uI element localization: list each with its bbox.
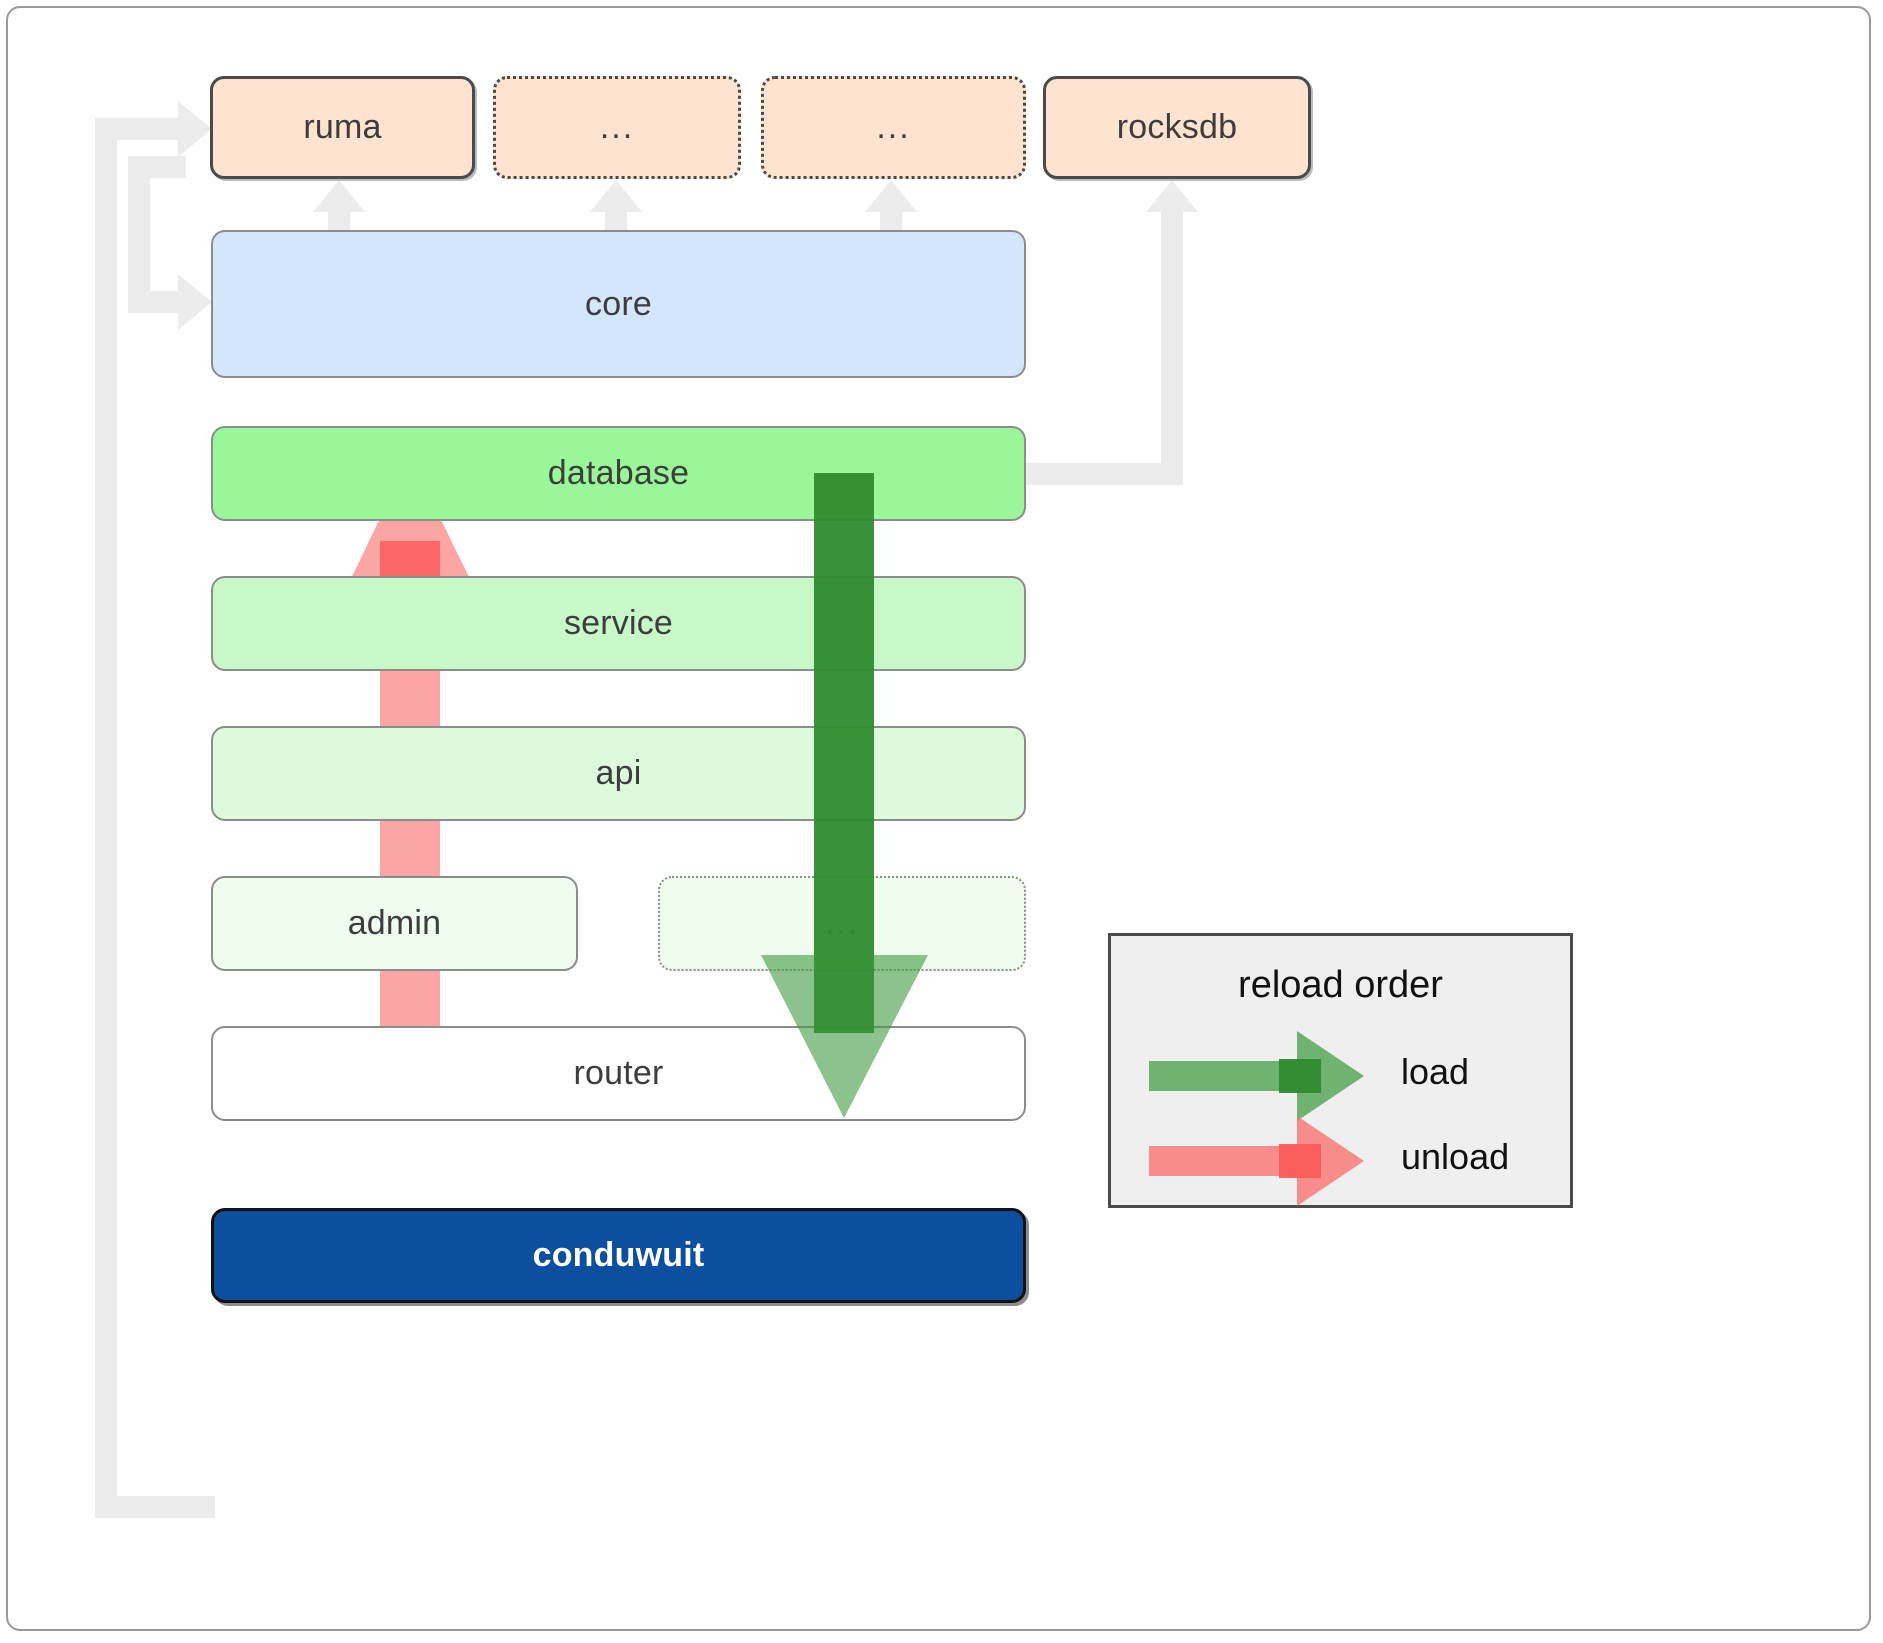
legend-title: reload order — [1238, 964, 1443, 1006]
connector-conduwuit-to-ruma-vertical — [95, 118, 117, 1518]
connector-core-to-ruma-vertical — [128, 156, 150, 306]
crate-label-service: service — [563, 604, 674, 642]
connector-arrowhead-dep1 — [313, 180, 365, 212]
connector-core-to-ruma-top — [128, 156, 186, 178]
connector-database-to-rocksdb-vertical — [1161, 208, 1183, 485]
legend-unload-arrow-icon — [1149, 1116, 1379, 1206]
connector-arrowhead-ruma — [178, 101, 212, 157]
connector-core-in-horizontal — [128, 291, 186, 313]
connector-conduwuit-to-ruma-top — [95, 118, 185, 140]
diagram-frame: ruma ... ... rocksdb core — [6, 6, 1871, 1631]
connector-database-to-rocksdb-horizontal — [1023, 463, 1183, 485]
crate-label-conduwuit: conduwuit — [532, 1236, 705, 1274]
legend-row-load: load — [1111, 1031, 1570, 1121]
connector-conduwuit-to-ruma-bottom — [95, 1496, 215, 1518]
dependency-label-ellipsis-1: ... — [599, 107, 635, 146]
dependency-label-rocksdb: rocksdb — [1116, 108, 1238, 146]
crate-box-service[interactable]: service — [211, 576, 1026, 671]
connector-arrowhead-core — [178, 274, 212, 330]
dependency-label-ruma: ruma — [303, 108, 382, 146]
crate-box-core[interactable]: core — [211, 230, 1026, 378]
crate-label-api: api — [595, 754, 642, 792]
legend-label-unload: unload — [1401, 1136, 1510, 1177]
connector-arrowhead-dep3 — [865, 180, 917, 212]
dependency-box-ellipsis-2[interactable]: ... — [761, 76, 1026, 179]
legend-label-load: load — [1401, 1051, 1470, 1092]
connector-arrowhead-dep2 — [590, 180, 642, 212]
load-arrow — [756, 473, 934, 1118]
connector-arrowhead-rocksdb — [1146, 180, 1198, 212]
dependency-box-ruma[interactable]: ruma — [210, 76, 475, 179]
crate-box-conduwuit[interactable]: conduwuit — [211, 1208, 1026, 1303]
crate-label-router: router — [573, 1054, 664, 1092]
crate-box-database[interactable]: database — [211, 426, 1026, 521]
legend-panel: reload order load unload — [1108, 933, 1573, 1208]
crate-label-admin: admin — [347, 904, 442, 942]
crate-box-router[interactable]: router — [211, 1026, 1026, 1121]
legend-load-arrow-icon — [1149, 1031, 1379, 1121]
dependency-label-ellipsis-2: ... — [876, 107, 911, 146]
dependency-box-rocksdb[interactable]: rocksdb — [1043, 76, 1311, 179]
crate-label-database: database — [547, 454, 690, 492]
dependency-box-ellipsis-1[interactable]: ... — [493, 76, 741, 179]
legend-row-unload: unload — [1111, 1116, 1570, 1206]
crate-box-admin[interactable]: admin — [211, 876, 578, 971]
crate-box-api[interactable]: api — [211, 726, 1026, 821]
crate-label-core: core — [585, 284, 652, 323]
